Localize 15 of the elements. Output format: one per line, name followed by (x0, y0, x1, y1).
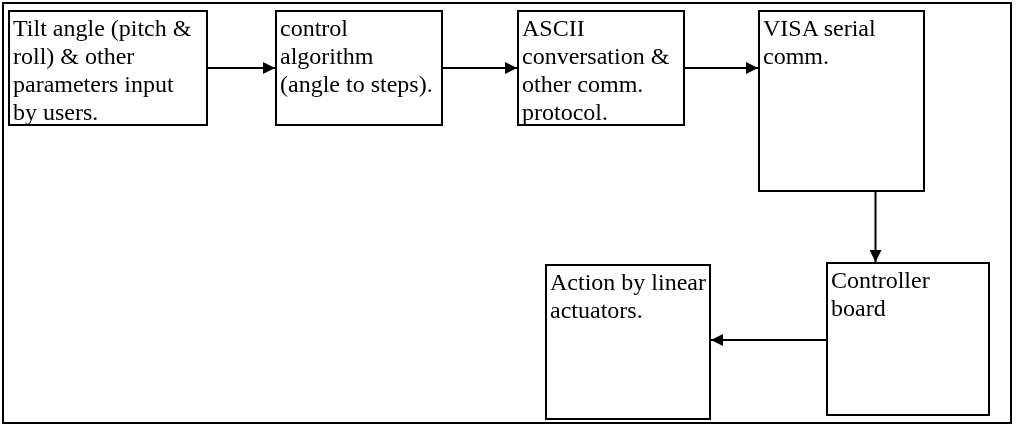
box-label: Controller board (831, 266, 931, 322)
box-label: Action by linear actuators. (550, 268, 706, 324)
box-label: ASCII conversation & other comm. protocol. (522, 14, 671, 126)
arrow (869, 191, 882, 263)
arrow (684, 62, 759, 74)
process-box (826, 262, 990, 416)
arrow (442, 62, 518, 74)
process-box (545, 264, 711, 420)
process-box (758, 10, 925, 192)
box-label: Tilt angle (pitch & roll) & other parameters input by users. (13, 14, 193, 126)
box-label: VISA serial comm. (763, 14, 877, 70)
arrow (207, 62, 276, 74)
process-box (275, 10, 443, 126)
box-label: control algorithm (angle to steps). (280, 14, 434, 98)
arrow (710, 334, 827, 346)
